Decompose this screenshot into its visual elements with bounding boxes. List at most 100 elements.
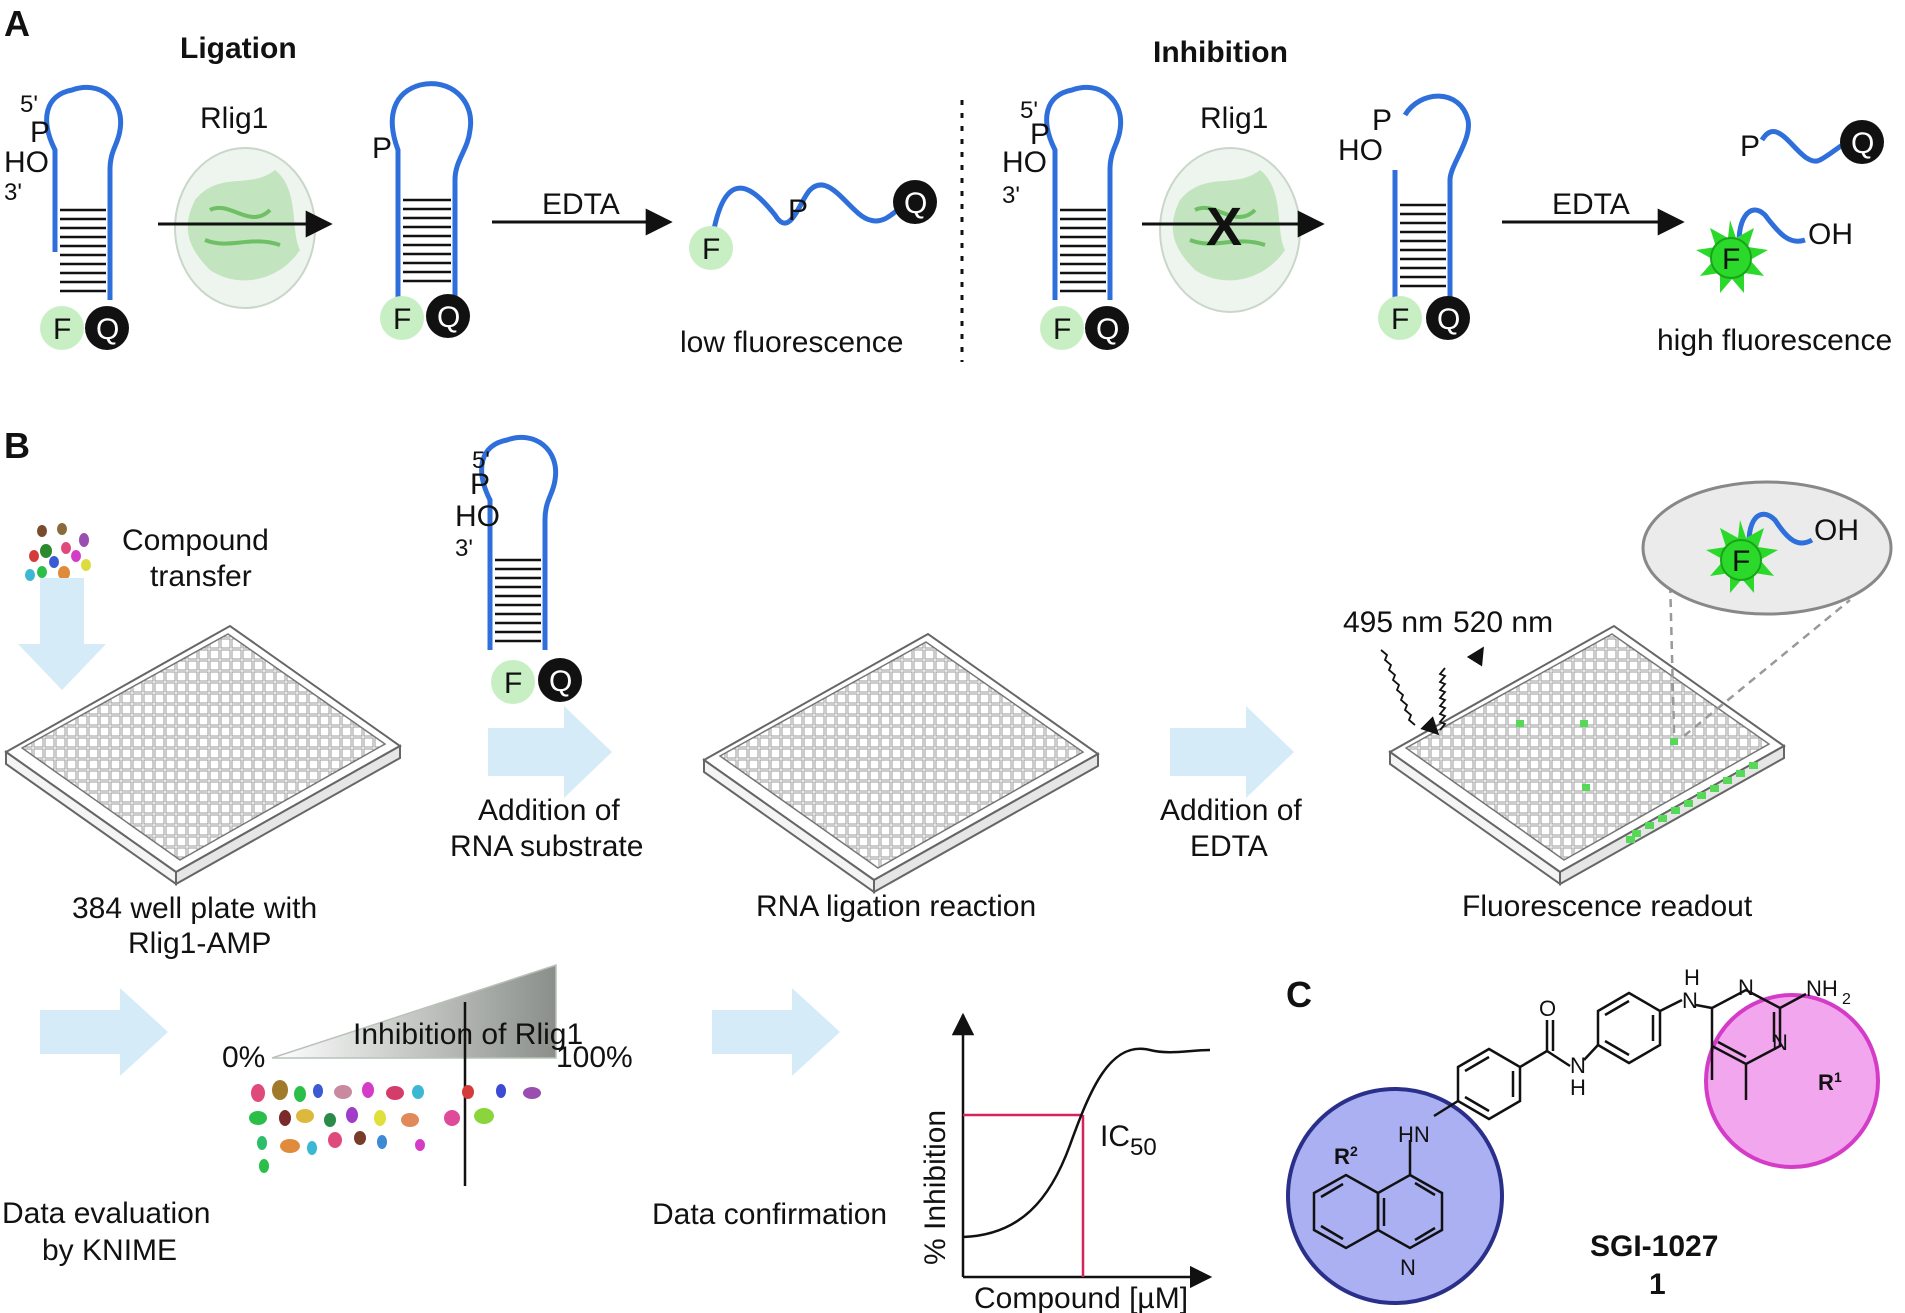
transfer-arrow-icon — [18, 578, 106, 690]
readout-label: Fluorescence readout — [1462, 890, 1753, 923]
hydroxyl-label: HO — [1002, 146, 1047, 179]
reagent-label-inhibition: EDTA — [1552, 188, 1630, 221]
r2-label: R — [1334, 1144, 1350, 1169]
atom-o: O — [1539, 996, 1556, 1021]
enzyme-label-inhibition: Rlig1 — [1200, 102, 1268, 135]
step-arrow-2-icon — [1170, 706, 1294, 798]
emission-beam — [1438, 667, 1447, 731]
ic50-plot: IC 50 Compound [µM] % Inhibition — [919, 1012, 1213, 1313]
sgi-1027-structure — [1312, 988, 1807, 1250]
step-arrow-1-icon — [488, 706, 612, 798]
dose-response-curve — [962, 1047, 1211, 1239]
panel-label-c: C — [1286, 974, 1312, 1015]
well-plate-1 — [4, 624, 402, 886]
enzyme-label-ligation: Rlig1 — [200, 102, 268, 135]
zoom-fragment: F OH — [1706, 511, 1859, 593]
ic50-label: IC — [1100, 1120, 1130, 1153]
gradient-min-label: 0% — [222, 1041, 265, 1074]
y-axis-label: % Inhibition — [919, 1110, 952, 1265]
plate-label-line-2: Rlig1-AMP — [128, 927, 271, 960]
phosphate-label: P — [372, 132, 392, 165]
well-plate-3 — [1388, 624, 1786, 886]
linear-rna-ligated: F P Q — [689, 180, 937, 270]
fragment-fluorophore-oh: F OH — [1696, 207, 1853, 293]
enzyme-rlig1-structure — [174, 147, 316, 309]
reagent-label-ligation: EDTA — [542, 188, 620, 221]
compound-dots — [25, 523, 91, 581]
zoom-line-left — [1668, 577, 1676, 734]
ic50-subscript: 50 — [1130, 1134, 1157, 1161]
zoom-bubble — [1641, 480, 1893, 616]
hairpin-ligation-start: 5' P HO 3' F Q — [4, 84, 129, 350]
compound-transfer-line-2: transfer — [150, 560, 252, 593]
three-prime-label: 3' — [1002, 182, 1020, 209]
add-rna-line-1: Addition of — [478, 794, 620, 827]
atom-hn: HN — [1398, 1122, 1430, 1147]
compound-scatter — [249, 1080, 541, 1173]
evaluation-line-2: by KNIME — [42, 1234, 177, 1267]
fluorophore-label: F — [1722, 243, 1740, 276]
well-plate-2 — [702, 632, 1100, 894]
add-edta-line-1: Addition of — [1160, 794, 1302, 827]
zoom-line-right — [1683, 599, 1851, 737]
phosphate-label: P — [788, 194, 808, 227]
excitation-arrow — [1420, 716, 1440, 736]
atom-nh2-subscript: 2 — [1842, 991, 1851, 1008]
panel-label-a: A — [4, 3, 30, 44]
compound-number: 1 — [1649, 1268, 1666, 1301]
hydroxyl-label: HO — [455, 500, 500, 533]
quencher-label: Q — [904, 187, 927, 220]
fluorophore-label: F — [702, 233, 720, 266]
inhibition-gradient-wedge — [271, 963, 557, 1059]
quencher-label: Q — [1437, 303, 1460, 336]
gradient-title: Inhibition of Rlig1 — [353, 1018, 583, 1051]
atom-n-quinoline: N — [1400, 1255, 1416, 1280]
hydroxyl-label: HO — [4, 146, 49, 179]
add-edta-line-2: EDTA — [1190, 830, 1268, 863]
fluorophore-label: F — [1732, 545, 1750, 578]
r2-highlight — [1286, 1087, 1504, 1305]
gradient-max-label: 100% — [556, 1041, 633, 1074]
fluorophore-label: F — [1391, 303, 1409, 336]
quencher-label: Q — [1096, 313, 1119, 346]
atom-h-amine: H — [1684, 965, 1700, 990]
excitation-label: 495 nm — [1343, 606, 1443, 639]
three-prime-label: 3' — [455, 535, 473, 562]
atom-n-amine: N — [1682, 988, 1698, 1013]
confirm-arrow-icon — [712, 988, 840, 1076]
fluorophore-label: F — [393, 303, 411, 336]
oh-label: OH — [1808, 218, 1853, 251]
excitation-beam — [1380, 649, 1416, 726]
panel-label-b: B — [4, 425, 30, 466]
quencher-label: Q — [1851, 127, 1874, 160]
confirmation-label: Data confirmation — [652, 1198, 887, 1231]
add-rna-line-2: RNA substrate — [450, 830, 643, 863]
five-prime-label: 5' — [472, 447, 490, 474]
three-prime-label: 3' — [4, 179, 22, 206]
block-mark-icon: X — [1206, 197, 1242, 257]
quencher-label: Q — [96, 313, 119, 346]
hairpin-inhibition-start: 5' P HO 3' F Q — [1002, 84, 1129, 350]
fluorophore-label: F — [1053, 313, 1071, 346]
atom-h-amide: H — [1570, 1075, 1586, 1100]
phosphate-label: P — [470, 468, 490, 501]
phosphate-label: P — [30, 116, 50, 149]
quencher-label: Q — [549, 665, 572, 698]
inhibition-title: Inhibition — [1153, 36, 1288, 69]
phosphate-label: P — [1030, 118, 1050, 151]
structure-atom-labels: O N H N H N N NH 2 HN N R 1 R 2 — [1334, 965, 1851, 1280]
high-fluorescence-label: high fluorescence — [1657, 324, 1892, 357]
evaluation-line-1: Data evaluation — [2, 1197, 210, 1230]
emission-arrow — [1466, 646, 1484, 667]
quencher-label: Q — [437, 301, 460, 334]
fluorophore-label: F — [53, 313, 71, 346]
eval-arrow-icon — [40, 988, 168, 1076]
hydroxyl-label: HO — [1338, 134, 1383, 167]
r1-label: R — [1818, 1070, 1834, 1095]
ligation-title: Ligation — [180, 32, 297, 65]
r2-superscript: 2 — [1350, 1143, 1358, 1159]
five-prime-label: 5' — [20, 91, 38, 118]
phosphate-label: P — [1740, 130, 1760, 163]
